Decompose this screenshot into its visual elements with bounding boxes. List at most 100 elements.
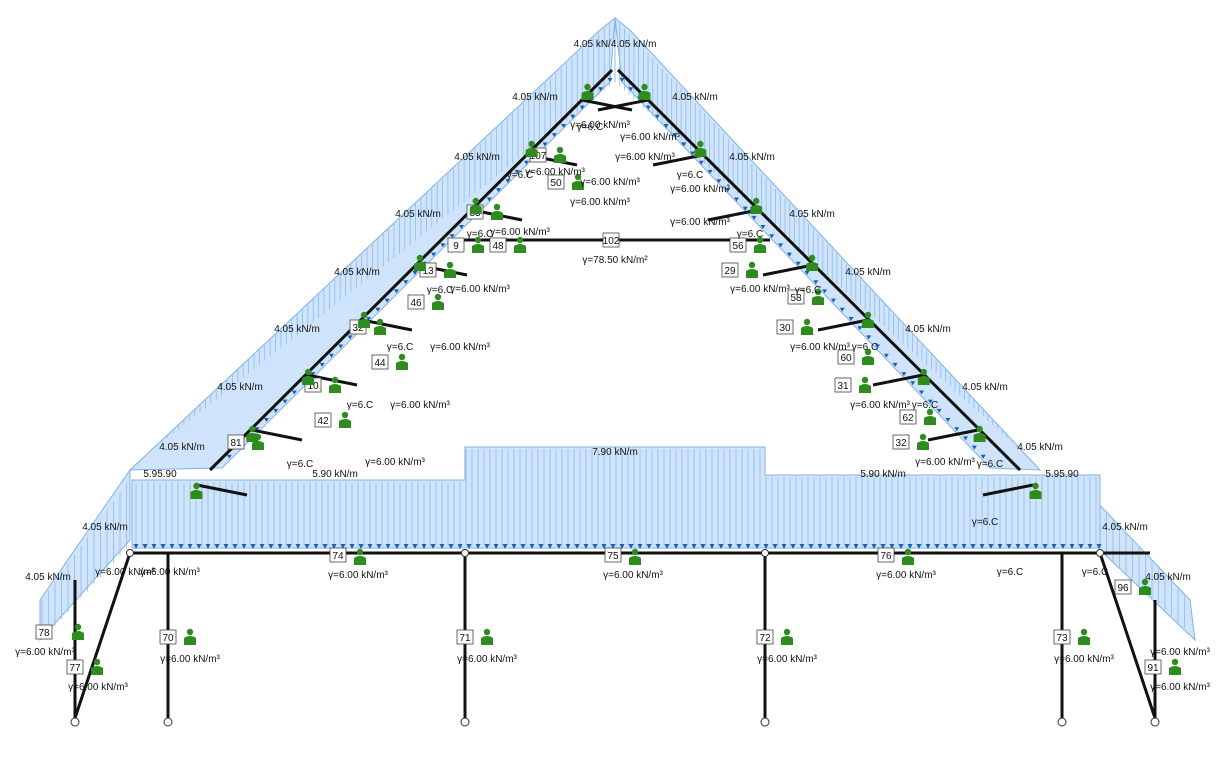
member-id: 13 xyxy=(422,266,434,277)
load-arrow xyxy=(291,390,297,395)
load-arrow xyxy=(769,234,775,239)
column-gamma-label: γ=6.00 kN/m³ xyxy=(160,654,220,665)
load-arrow xyxy=(331,544,337,549)
load-arrow xyxy=(529,544,535,549)
load-arrow xyxy=(781,544,787,549)
gamma-label: γ=6.00 kN/m³ xyxy=(525,167,585,178)
load-arrow xyxy=(366,316,372,321)
person-icon xyxy=(859,376,871,393)
load-arrow xyxy=(1078,544,1084,549)
load-arrow xyxy=(943,544,949,549)
column-gamma-label: γ=6.00 kN/m³ xyxy=(757,654,817,665)
load-arrow xyxy=(839,307,845,312)
load-arrow xyxy=(254,427,260,432)
load-arrow xyxy=(817,544,823,549)
member-id: 58 xyxy=(790,293,802,304)
member-id: 48 xyxy=(492,241,504,252)
load-arrow xyxy=(160,544,166,549)
member-id-tag: 96 xyxy=(1114,579,1132,595)
person-icon xyxy=(184,628,196,645)
person-icon xyxy=(917,368,930,385)
beam-gamma-label: γ=6.00 kN/m³ xyxy=(876,570,936,581)
member-id: 62 xyxy=(902,413,914,424)
roof-load-label-right: 4.05 kN/m xyxy=(672,92,718,103)
member-id: 73 xyxy=(1056,633,1068,644)
person-icon xyxy=(781,628,793,645)
gamma-short-label: γ=6.C xyxy=(507,170,533,181)
load-arrow xyxy=(384,298,390,303)
load-arrow xyxy=(736,544,742,549)
load-arrow xyxy=(709,544,715,549)
load-arrow xyxy=(223,544,229,549)
member-id-tag: 32 xyxy=(892,434,910,450)
eave-load-label-right: 4.05 kN/m xyxy=(1145,572,1191,583)
person-icon xyxy=(339,411,351,428)
eave-load-left xyxy=(39,468,131,642)
roof-load-label-left: 4.05 kN/m xyxy=(512,92,558,103)
member-id: 75 xyxy=(607,551,619,562)
load-arrow xyxy=(286,544,292,549)
load-arrow xyxy=(547,544,553,549)
load-arrow xyxy=(961,544,967,549)
member-id: 42 xyxy=(317,416,329,427)
load-arrow xyxy=(579,105,585,110)
load-arrow xyxy=(945,418,951,423)
gamma-short-label: γ=6.C xyxy=(737,229,763,240)
person-icon xyxy=(581,83,594,100)
truss-web xyxy=(927,428,979,442)
load-arrow xyxy=(808,544,814,549)
person-icon xyxy=(444,261,456,278)
gamma-short-label: γ=6.C xyxy=(577,122,603,133)
member-id: 74 xyxy=(332,551,344,562)
load-arrow xyxy=(448,544,454,549)
person-icon xyxy=(861,311,874,328)
person-icon xyxy=(902,548,914,565)
load-arrow xyxy=(514,169,520,174)
load-arrow xyxy=(457,544,463,549)
load-arrow xyxy=(919,390,925,395)
load-arrow xyxy=(133,544,139,549)
load-arrow xyxy=(542,142,548,147)
roof-load-label-right: 4.05 kN/m xyxy=(789,209,835,220)
person-icon xyxy=(190,482,203,499)
member-id: 78 xyxy=(38,628,50,639)
load-arrow xyxy=(310,372,316,377)
roof-load-label-left: 4.05 kN/m xyxy=(274,324,320,335)
load-arrow xyxy=(763,544,769,549)
column-gamma-label: γ=6.00 kN/m³ xyxy=(1054,654,1114,665)
rafter-left xyxy=(208,68,614,472)
load-arrow xyxy=(954,427,960,432)
load-arrow xyxy=(502,544,508,549)
load-arrow xyxy=(880,544,886,549)
load-arrow xyxy=(716,179,722,184)
load-arrow xyxy=(619,78,625,82)
load-arrow xyxy=(898,544,904,549)
gamma-short-label: γ=6.C xyxy=(677,170,703,181)
members-layer xyxy=(70,68,1160,727)
gamma-label: γ=6.00 kN/m³ xyxy=(580,177,640,188)
load-arrow xyxy=(1096,544,1102,549)
outer-gamma-label: γ=6.00 kN/m³ xyxy=(15,647,75,658)
outer-gamma-label: γ=6.00 kN/m³ xyxy=(1150,647,1210,658)
gamma-short-label: γ=6.C xyxy=(795,285,821,296)
gamma-label: γ=6.00 kN/m³ xyxy=(615,152,675,163)
load-arrow xyxy=(916,544,922,549)
load-arrow xyxy=(874,344,880,349)
load-arrow xyxy=(375,307,381,312)
load-arrow xyxy=(349,544,355,549)
load-arrow xyxy=(169,544,175,549)
load-arrow xyxy=(241,544,247,549)
load-arrow xyxy=(458,225,464,230)
load-arrow xyxy=(1069,544,1075,549)
load-arrow xyxy=(601,544,607,549)
truss-web xyxy=(196,483,248,497)
person-icon xyxy=(554,146,566,163)
load-arrow xyxy=(412,544,418,549)
person-icon xyxy=(354,548,366,565)
person-icon xyxy=(413,254,426,271)
member-id: 32 xyxy=(352,323,364,334)
person-icon xyxy=(1029,482,1042,499)
person-icon xyxy=(302,368,315,385)
gamma-short-label: γ=6.C xyxy=(347,400,373,411)
beam-gamma-label: γ=6.00 kN/m³ xyxy=(328,570,388,581)
